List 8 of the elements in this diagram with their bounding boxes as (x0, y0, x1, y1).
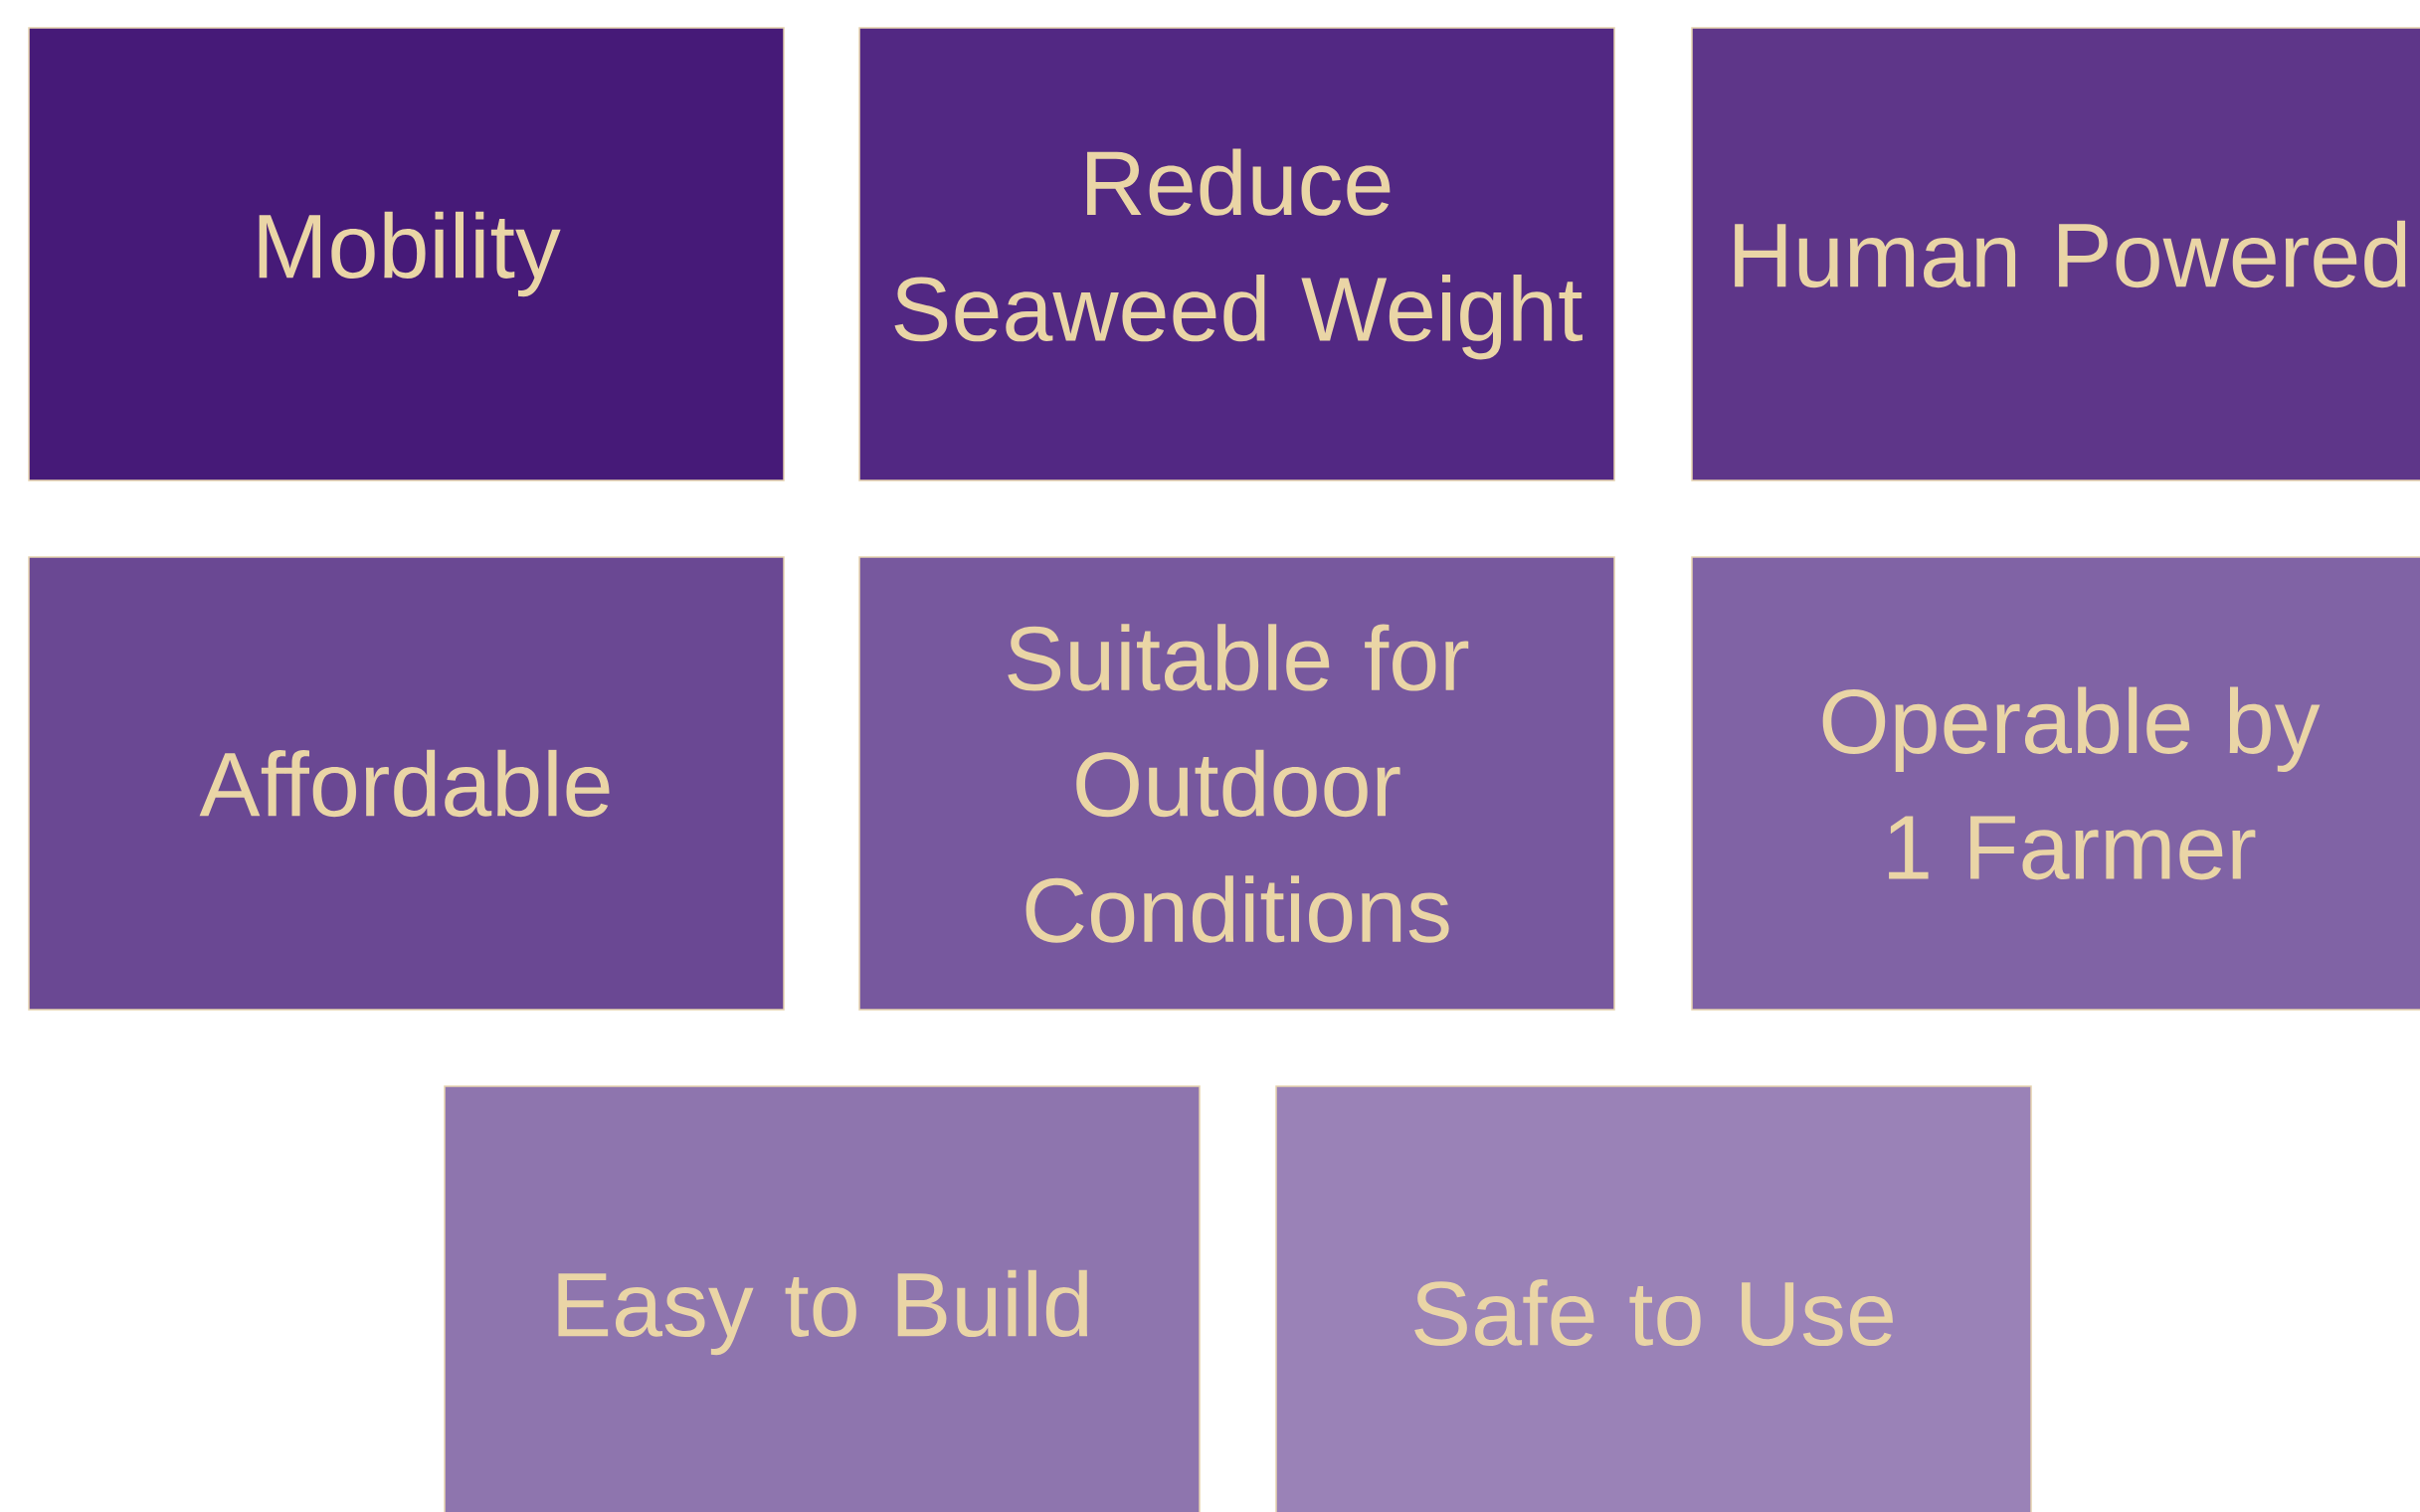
text-box: Reduce Seaweed Weight (858, 27, 1615, 481)
text-box: Human Powered (1691, 27, 2420, 481)
text-box: Affordable (28, 556, 785, 1011)
text-box: Mobility (28, 27, 785, 481)
text-box: Safe to Use (1275, 1085, 2032, 1512)
text-box: Operable by 1 Farmer (1691, 556, 2420, 1011)
text-box: Suitable for Outdoor Conditions (858, 556, 1615, 1011)
text-box: Easy to Build (444, 1085, 1201, 1512)
